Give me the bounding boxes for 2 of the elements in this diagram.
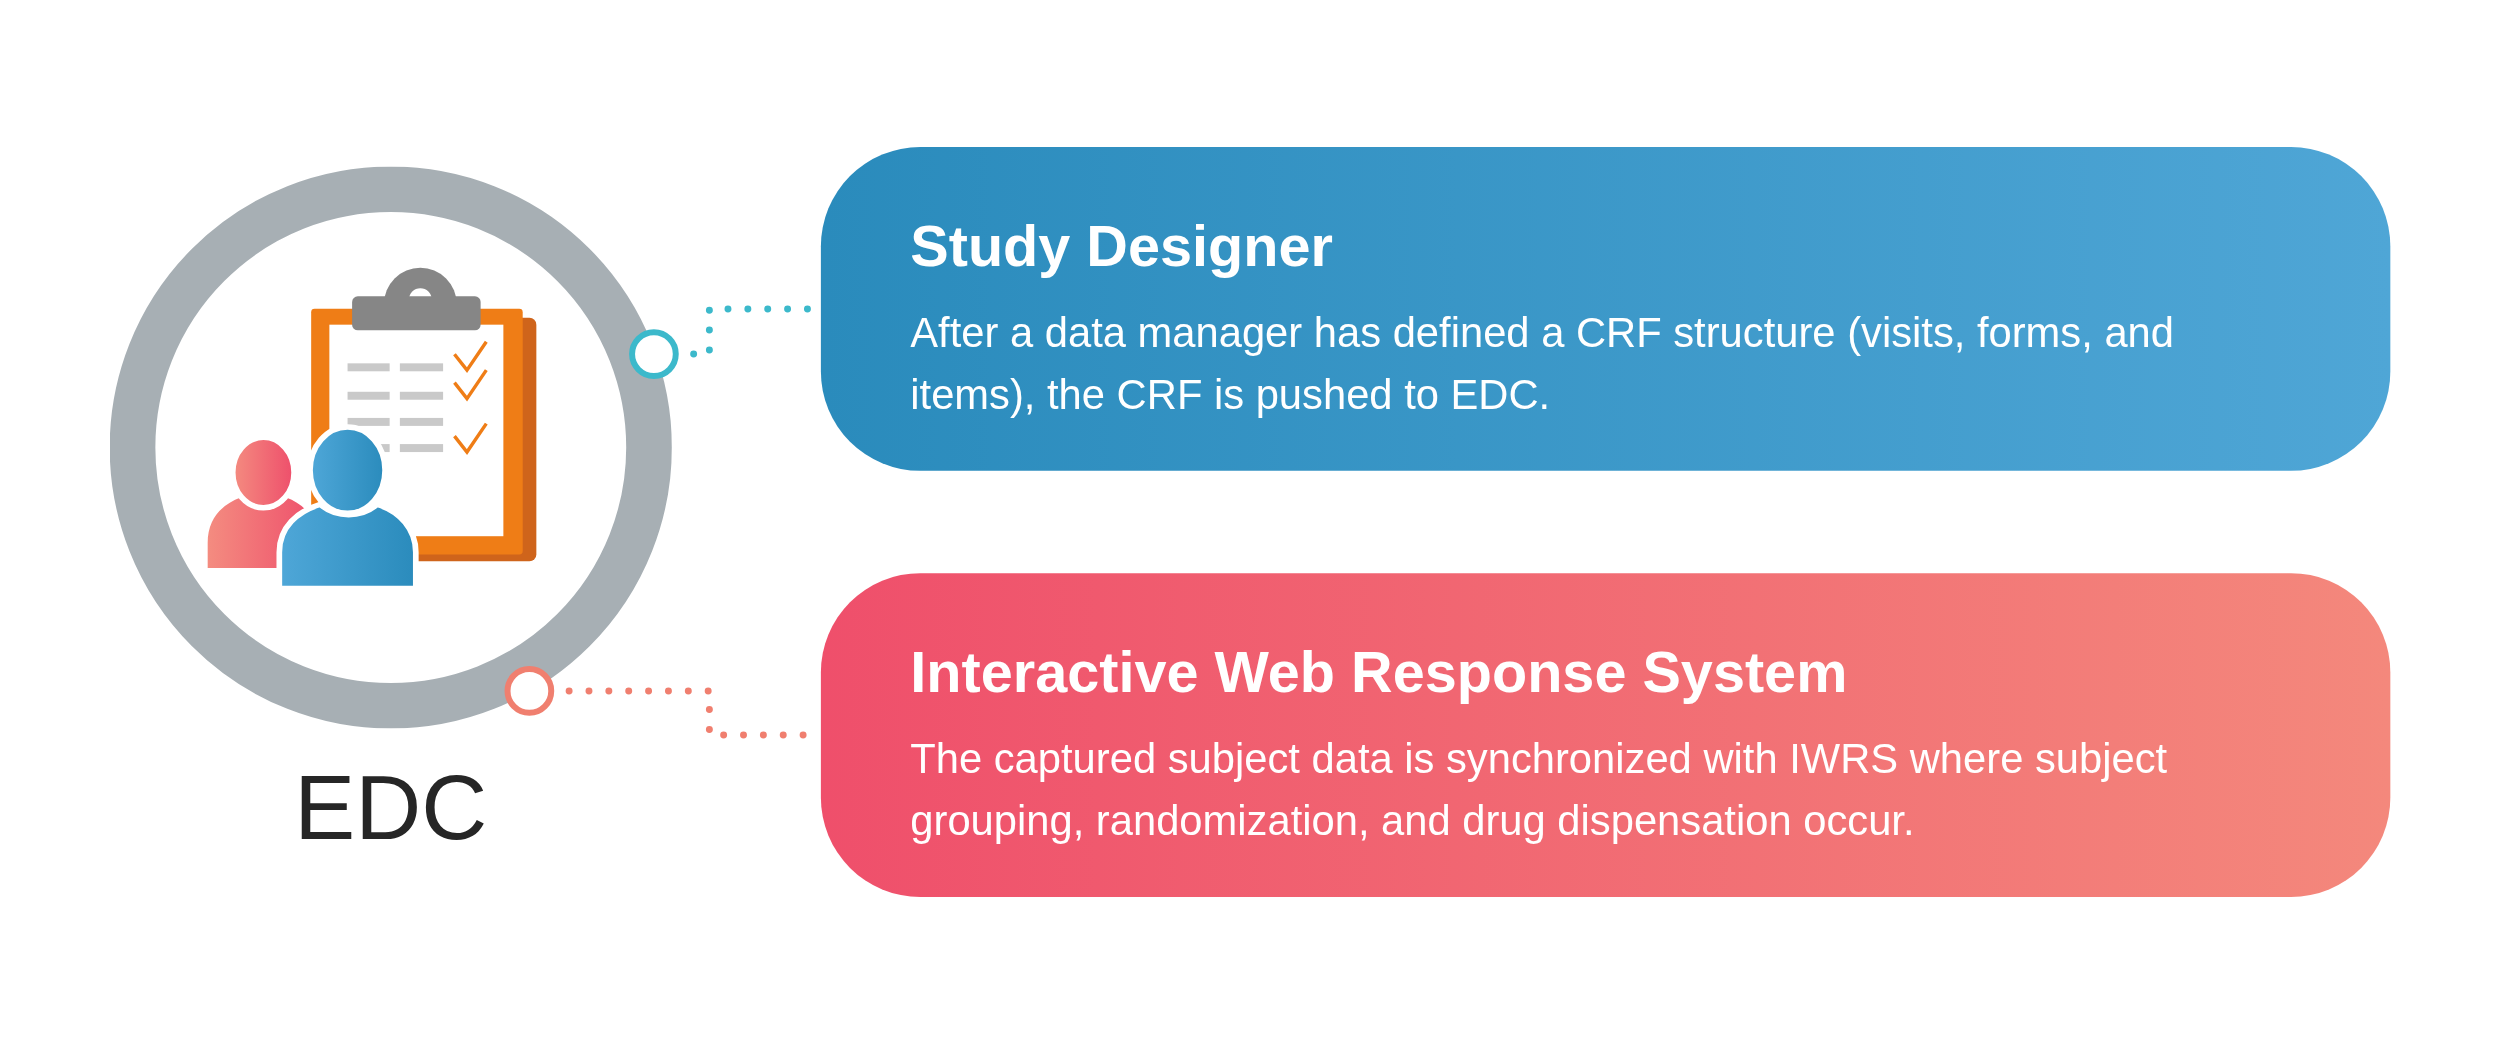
node-box: Study Designer After a data manager has defined a CRF structure (visits, forms, and items), the CRF is pushed to EDC. — [820, 147, 2391, 471]
node-box: Interactive Web Response System The captured subject data is synchronized with IWRS where subject grouping, randomization, and drug dispensation occur. — [820, 573, 2391, 897]
